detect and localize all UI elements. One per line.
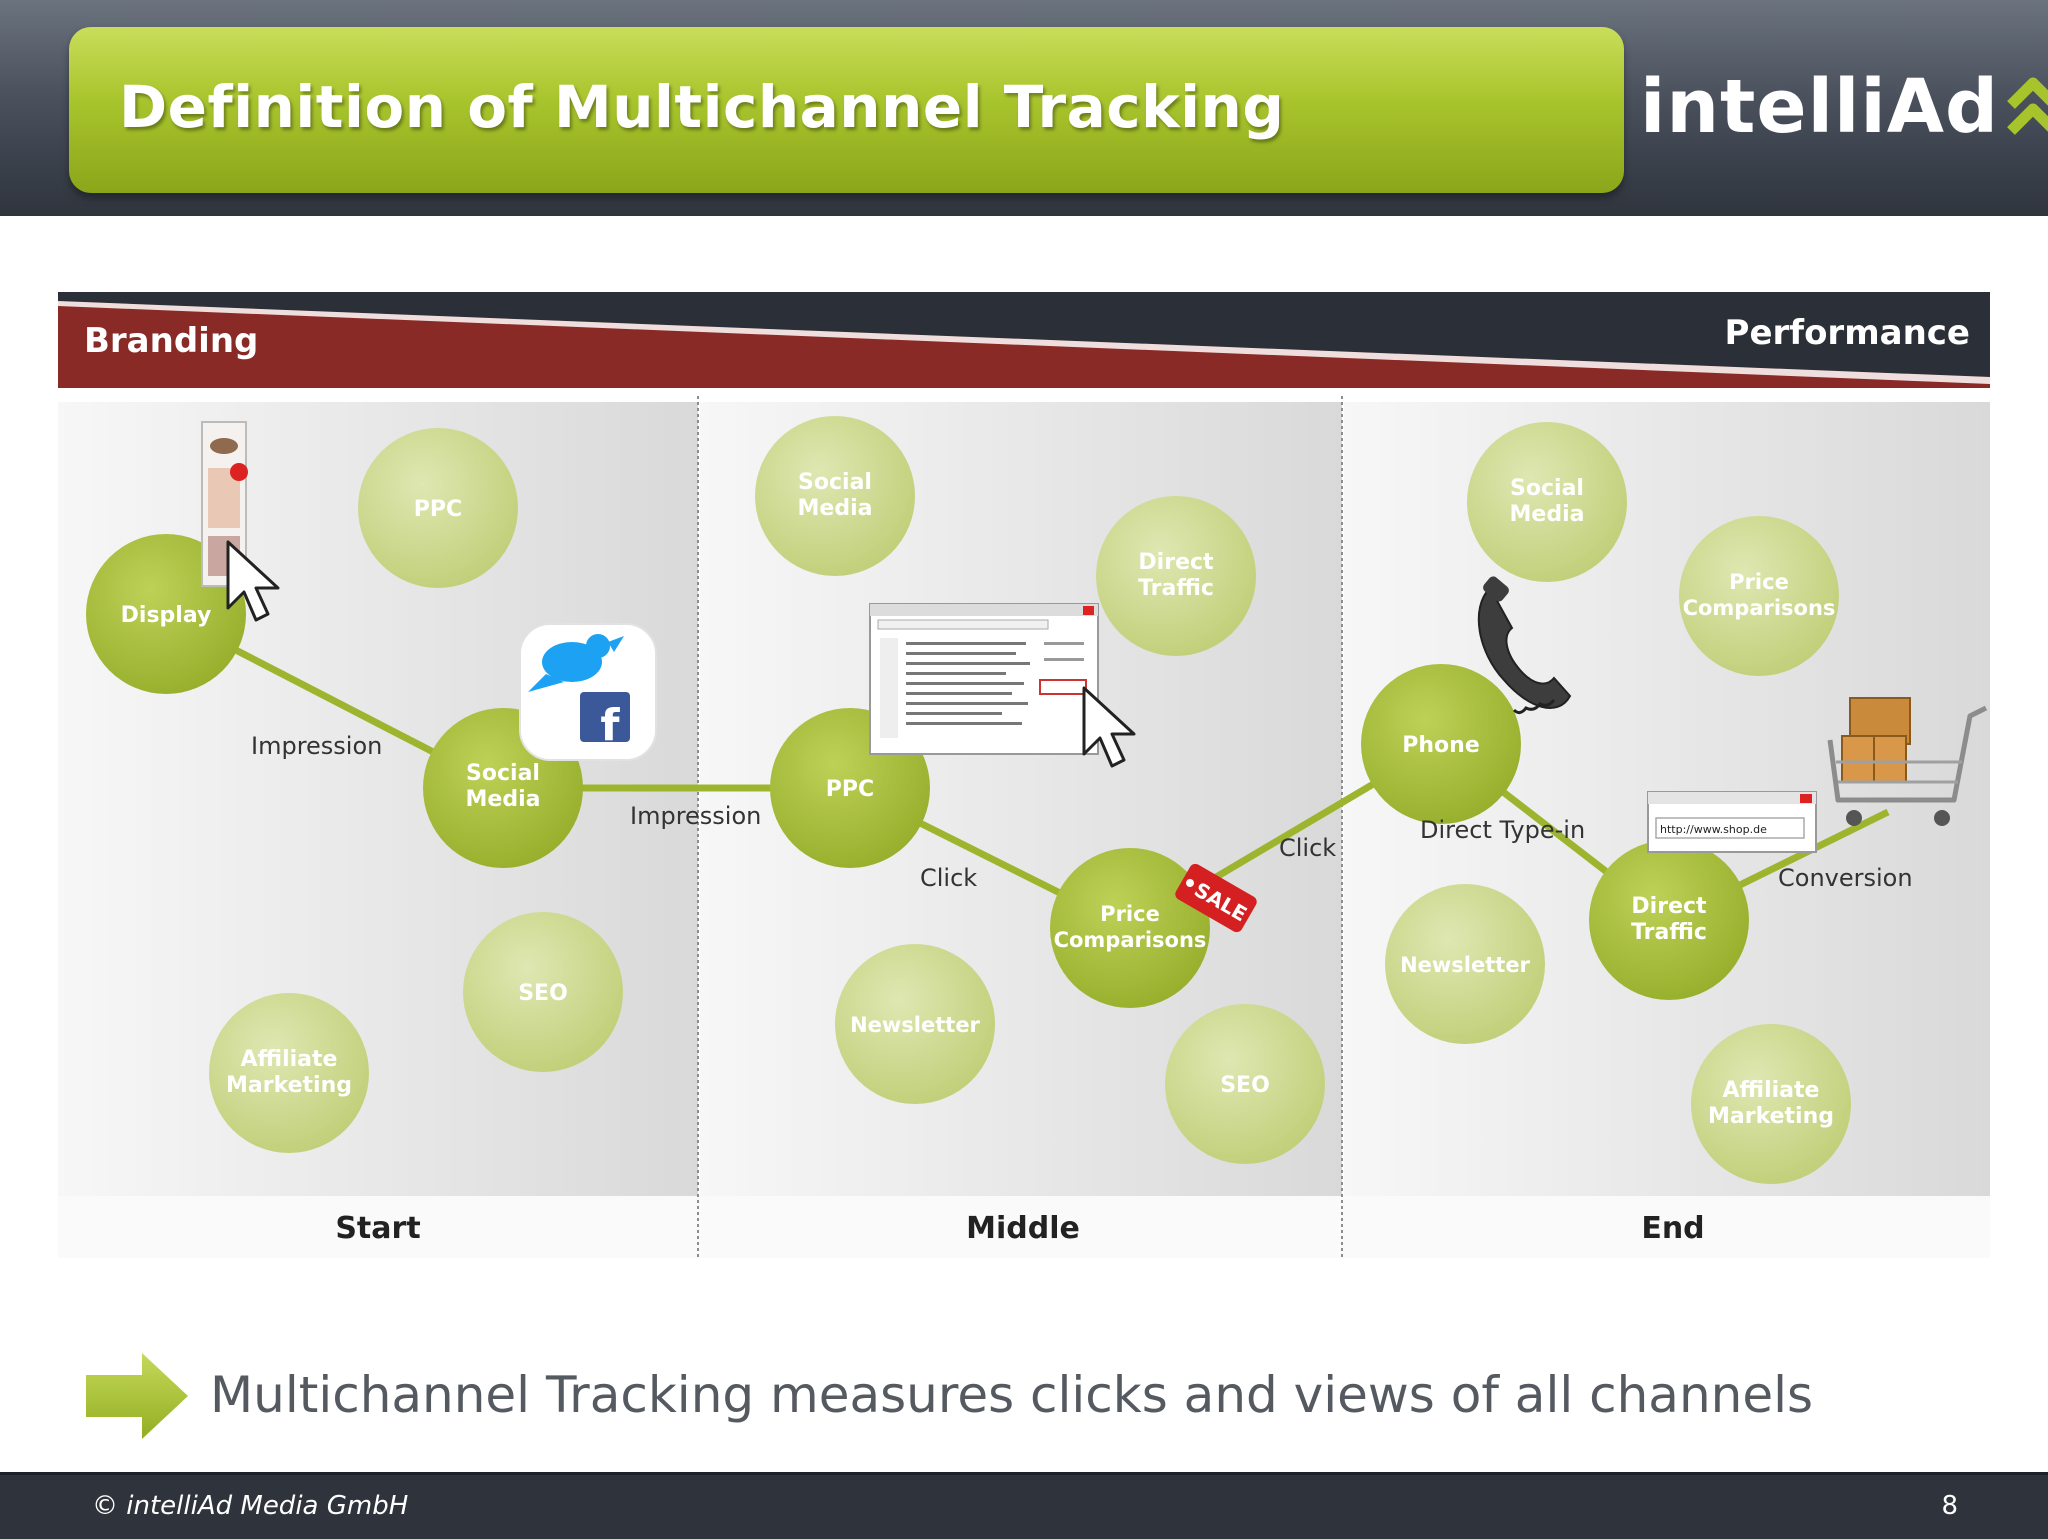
svg-text:Traffic: Traffic (1138, 576, 1214, 601)
double-chevron-up-icon (2007, 77, 2048, 135)
bubble-direct-traffic-middle: Direct Traffic (1096, 496, 1256, 656)
svg-text:Direct: Direct (1631, 894, 1707, 919)
right-arrow-icon (86, 1353, 188, 1439)
svg-text:Marketing: Marketing (226, 1073, 352, 1098)
label-click-1: Click (920, 864, 977, 892)
svg-text:Comparisons: Comparisons (1054, 928, 1207, 952)
bubble-newsletter-end: Newsletter (1385, 884, 1545, 1044)
svg-text:PPC: PPC (826, 777, 874, 802)
section-label-middle: Middle (966, 1211, 1080, 1246)
bubble-seo-middle: SEO (1165, 1004, 1325, 1164)
intelliad-logo: intelliAd (1640, 62, 2048, 152)
svg-text:Traffic: Traffic (1631, 920, 1707, 945)
svg-text:Affiliate: Affiliate (241, 1047, 338, 1072)
multichannel-journey-diagram: Branding Performance Start Middle End Di… (58, 292, 1990, 1258)
svg-text:f: f (600, 700, 620, 751)
section-label-start: Start (335, 1211, 420, 1246)
label-impression-middle: Impression (630, 802, 761, 830)
section-label-end: End (1641, 1211, 1704, 1246)
bubble-price-comparisons-middle: Price Comparisons (1050, 848, 1210, 1008)
svg-text:Marketing: Marketing (1708, 1104, 1834, 1129)
label-impression-start: Impression (251, 732, 382, 760)
branding-performance-banner (58, 292, 1990, 388)
svg-text:Newsletter: Newsletter (1400, 953, 1530, 977)
mouse-cursor-icon (1082, 686, 1136, 768)
copyright-text: © intelliAd Media GmbH (92, 1491, 409, 1521)
svg-text:Display: Display (121, 603, 212, 628)
banner-label-branding: Branding (84, 321, 258, 361)
svg-text:http://www.shop.de: http://www.shop.de (1660, 823, 1767, 836)
logo-text: intelliAd (1640, 64, 1999, 150)
shop-browser-window-icon: http://www.shop.de (1647, 791, 1817, 853)
bubble-ppc: PPC (358, 428, 518, 588)
svg-text:Newsletter: Newsletter (850, 1013, 980, 1037)
svg-text:Social: Social (1510, 476, 1584, 501)
svg-text:SEO: SEO (1220, 1073, 1270, 1098)
twitter-facebook-icon: f (519, 623, 657, 761)
label-direct-type-in: Direct Type-in (1420, 816, 1585, 844)
bubble-price-comparisons-end: Price Comparisons (1679, 516, 1839, 676)
svg-text:Affiliate: Affiliate (1723, 1078, 1820, 1103)
svg-text:Price: Price (1729, 570, 1789, 594)
svg-text:SEO: SEO (518, 981, 568, 1006)
svg-text:Media: Media (466, 787, 541, 812)
mouse-cursor-icon (226, 540, 280, 622)
bubble-affiliate-marketing-end: Affiliate Marketing (1691, 1024, 1851, 1184)
svg-text:Direct: Direct (1138, 550, 1214, 575)
svg-text:Price: Price (1100, 902, 1160, 926)
svg-text:Social: Social (466, 761, 540, 786)
label-conversion: Conversion (1778, 864, 1913, 892)
label-click-2: Click (1279, 834, 1336, 862)
svg-text:Media: Media (1510, 502, 1585, 527)
search-results-browser-icon (869, 603, 1099, 755)
page-number: 8 (1941, 1491, 1958, 1521)
banner-label-performance: Performance (1725, 313, 1970, 353)
slide-header: Definition of Multichannel Tracking inte… (0, 0, 2048, 216)
bubble-social-media-end: Social Media (1467, 422, 1627, 582)
phone-handset-icon (1477, 576, 1572, 715)
svg-text:Media: Media (798, 496, 873, 521)
slide-footer: © intelliAd Media GmbH 8 (0, 1472, 2048, 1539)
bubble-phone: Phone (1361, 664, 1521, 824)
title-bar: Definition of Multichannel Tracking (69, 27, 1624, 193)
svg-text:PPC: PPC (414, 497, 462, 522)
bubble-direct-traffic-end: Direct Traffic (1589, 840, 1749, 1000)
slide-title: Definition of Multichannel Tracking (119, 73, 1285, 141)
svg-text:Social: Social (798, 470, 872, 495)
summary-statement: Multichannel Tracking measures clicks an… (210, 1366, 1814, 1424)
svg-text:Comparisons: Comparisons (1683, 596, 1836, 620)
shopping-cart-icon (1827, 697, 1988, 826)
bubble-affiliate-marketing: Affiliate Marketing (209, 993, 369, 1153)
bubble-social-media-middle: Social Media (755, 416, 915, 576)
svg-text:Phone: Phone (1402, 733, 1479, 758)
bubble-newsletter-middle: Newsletter (835, 944, 995, 1104)
bubble-seo: SEO (463, 912, 623, 1072)
